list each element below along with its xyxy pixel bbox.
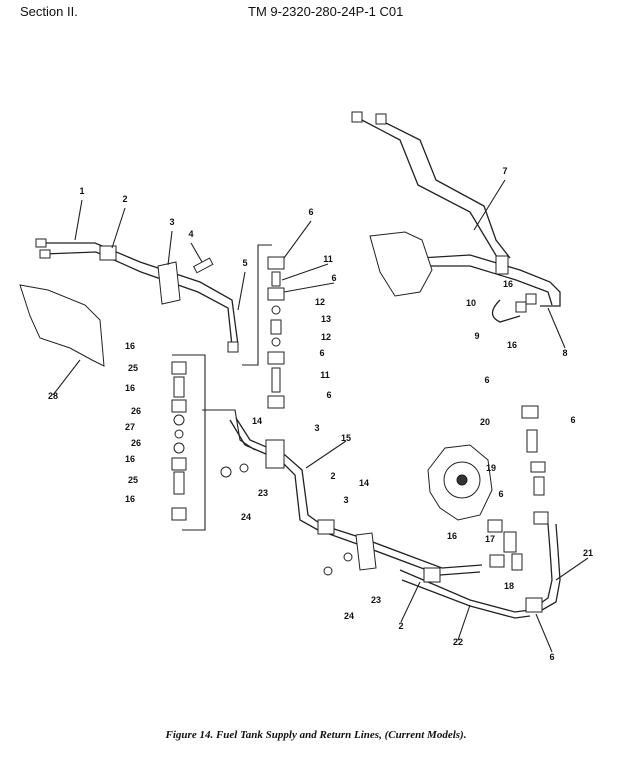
callout-c3b: 3 bbox=[314, 423, 319, 433]
callout-c11b: 11 bbox=[320, 370, 330, 380]
callout-c16: 16 bbox=[125, 341, 135, 351]
callout-c6d: 6 bbox=[326, 390, 331, 400]
callout-c24b: 24 bbox=[344, 611, 354, 621]
callout-c6c: 6 bbox=[319, 348, 324, 358]
callout-c18: 18 bbox=[504, 581, 514, 591]
callout-c6b: 6 bbox=[331, 273, 336, 283]
callout-numbers: 1234561161213126116162516262726162516281… bbox=[48, 166, 593, 662]
callout-c26b: 26 bbox=[131, 438, 141, 448]
section-label: Section II. bbox=[20, 4, 78, 19]
callout-c16b: 16 bbox=[125, 383, 135, 393]
callout-c23: 23 bbox=[258, 488, 268, 498]
callout-c16d: 16 bbox=[125, 494, 135, 504]
upper-left-tube-assembly bbox=[35, 238, 239, 353]
callout-c8: 8 bbox=[562, 348, 567, 358]
callout-c25b: 25 bbox=[128, 475, 138, 485]
callout-c10: 10 bbox=[466, 298, 476, 308]
callout-c6g: 6 bbox=[498, 489, 503, 499]
callout-c19: 19 bbox=[486, 463, 496, 473]
callout-c6h: 6 bbox=[549, 652, 554, 662]
callout-c13: 13 bbox=[321, 314, 331, 324]
callout-c16g: 16 bbox=[447, 531, 457, 541]
callout-c14b: 14 bbox=[359, 478, 369, 488]
manual-number: TM 9-2320-280-24P-1 C01 bbox=[248, 4, 404, 19]
callout-c2b: 2 bbox=[330, 471, 335, 481]
callout-leaders bbox=[52, 179, 589, 653]
callout-c6f: 6 bbox=[570, 415, 575, 425]
callout-c20: 20 bbox=[480, 417, 490, 427]
callout-c6: 6 bbox=[308, 207, 313, 217]
lower-tube-assembly bbox=[202, 409, 561, 619]
bracket-28 bbox=[19, 284, 105, 367]
callout-c24: 24 bbox=[241, 512, 251, 522]
callout-c7: 7 bbox=[502, 166, 507, 176]
center-hose-fitting-chain bbox=[242, 244, 285, 409]
callout-c12: 12 bbox=[315, 297, 325, 307]
left-hose-fitting-chain bbox=[171, 354, 206, 531]
callout-c26: 26 bbox=[131, 406, 141, 416]
callout-c15: 15 bbox=[341, 433, 351, 443]
callout-c3: 3 bbox=[169, 217, 174, 227]
callout-c1: 1 bbox=[79, 186, 84, 196]
callout-c11: 11 bbox=[323, 254, 333, 264]
callout-c5: 5 bbox=[242, 258, 247, 268]
upper-right-tube-assembly bbox=[351, 111, 561, 323]
right-hose-fitting-chain bbox=[521, 405, 549, 525]
callout-c6e: 6 bbox=[484, 375, 489, 385]
callout-c28: 28 bbox=[48, 391, 58, 401]
callout-c14: 14 bbox=[252, 416, 262, 426]
callout-c22: 22 bbox=[453, 637, 463, 647]
callout-c9: 9 bbox=[474, 331, 479, 341]
callout-c16e: 16 bbox=[503, 279, 513, 289]
callout-c16f: 16 bbox=[507, 340, 517, 350]
callout-c25: 25 bbox=[128, 363, 138, 373]
callout-c27: 27 bbox=[125, 422, 135, 432]
callout-c4: 4 bbox=[188, 229, 193, 239]
callout-c23b: 23 bbox=[371, 595, 381, 605]
fuel-pump bbox=[427, 444, 523, 571]
callout-c16c: 16 bbox=[125, 454, 135, 464]
callout-c12b: 12 bbox=[321, 332, 331, 342]
callout-c17: 17 bbox=[485, 534, 495, 544]
callout-c3c: 3 bbox=[343, 495, 348, 505]
callout-c2c: 2 bbox=[398, 621, 403, 631]
callout-c21: 21 bbox=[583, 548, 593, 558]
callout-c2: 2 bbox=[122, 194, 127, 204]
figure-caption: Figure 14. Fuel Tank Supply and Return L… bbox=[165, 729, 467, 741]
